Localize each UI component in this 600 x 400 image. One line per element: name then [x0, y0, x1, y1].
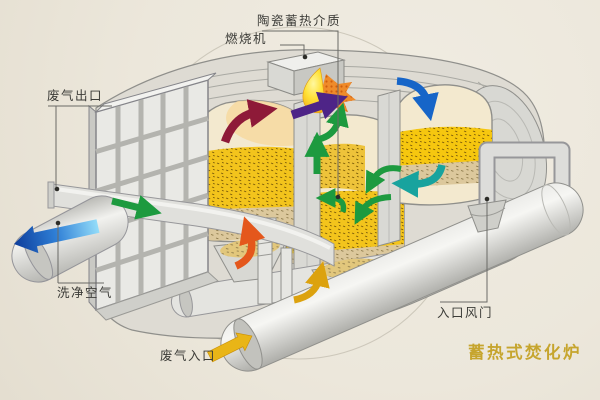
base-skirt — [95, 271, 219, 321]
clean-air-leader — [57, 224, 104, 284]
manifold-up-arrow — [293, 261, 330, 304]
exhaust-outlet-label: 废气出口 — [47, 88, 104, 103]
burner-label: 燃烧机 — [225, 31, 268, 46]
inlet-damper-leader — [440, 201, 488, 303]
exhaust-inlet-label: 废气入口 — [160, 348, 217, 363]
elbow-duct — [478, 141, 571, 206]
chamber1-inlet-arrow — [234, 216, 266, 270]
chamber3-down-arrow — [396, 77, 439, 122]
ceramic-media-leader — [262, 30, 339, 196]
chamber-3 — [391, 84, 493, 206]
inlet-damper-label: 入口风门 — [437, 305, 494, 320]
exhaust-inlet-arrow — [207, 332, 253, 363]
clean-air-outlet-arrow — [14, 219, 100, 254]
clean-air-label: 洗净空气 — [57, 285, 114, 300]
chamber3-transfer-arrow-upper — [365, 165, 402, 194]
outlet-duct-arrow — [111, 195, 162, 220]
diagram-title: 蓄热式焚化炉 — [468, 343, 582, 362]
exhaust-outlet-leader — [48, 105, 112, 187]
chamber3-transfer-arrow-lower — [354, 194, 392, 225]
burner-leader — [280, 44, 305, 55]
ceramic-media-label: 陶瓷蓄热介质 — [257, 13, 342, 28]
chamber1-rise-arrow — [220, 99, 278, 144]
burner-flame-arrow — [290, 91, 348, 120]
leader-lines — [48, 30, 490, 303]
chamber2-circulation-arrow — [315, 188, 347, 213]
chamber3-return-arrow — [391, 163, 446, 198]
